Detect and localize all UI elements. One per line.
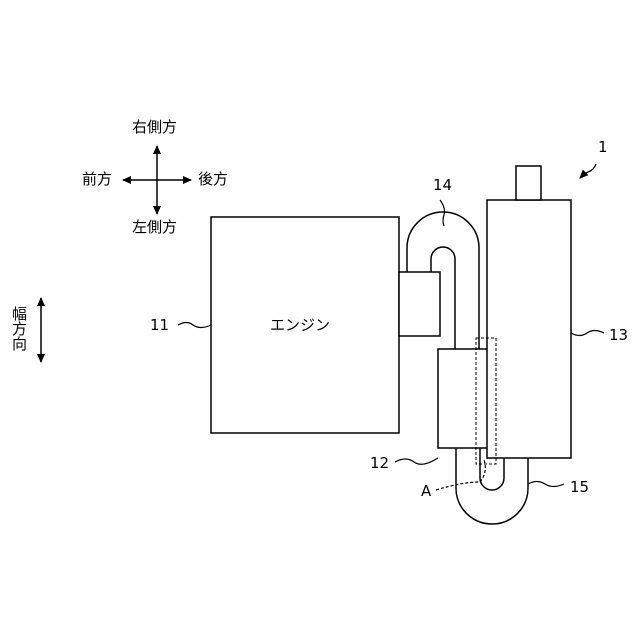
leader-13 xyxy=(571,331,604,336)
label-rear: 後方 xyxy=(198,172,228,187)
direction-compass xyxy=(123,146,191,214)
ref-13: 13 xyxy=(609,328,628,343)
component-13-top-outlet xyxy=(516,166,541,200)
component-13-box xyxy=(487,200,571,458)
leader-12 xyxy=(395,458,438,464)
engine-label: エンジン xyxy=(270,318,330,333)
label-right-side: 右側方 xyxy=(132,120,177,135)
pipe-15-outer xyxy=(456,448,528,524)
engine-outlet xyxy=(399,272,440,336)
leader-15 xyxy=(528,482,564,487)
component-12-box xyxy=(438,349,489,448)
label-a: A xyxy=(421,484,431,499)
leader-11 xyxy=(178,323,211,328)
leader-14 xyxy=(440,200,445,226)
ref-15: 15 xyxy=(570,480,589,495)
leader-a xyxy=(436,460,485,490)
ref-1: 1 xyxy=(598,140,608,155)
ref-11: 11 xyxy=(150,318,169,333)
ref-12: 12 xyxy=(370,456,389,471)
label-left-side: 左側方 xyxy=(132,220,177,235)
ref-14: 14 xyxy=(433,178,452,193)
leader-1 xyxy=(580,164,596,178)
label-width-direction: 幅方向 xyxy=(11,306,26,351)
label-front: 前方 xyxy=(82,172,112,187)
